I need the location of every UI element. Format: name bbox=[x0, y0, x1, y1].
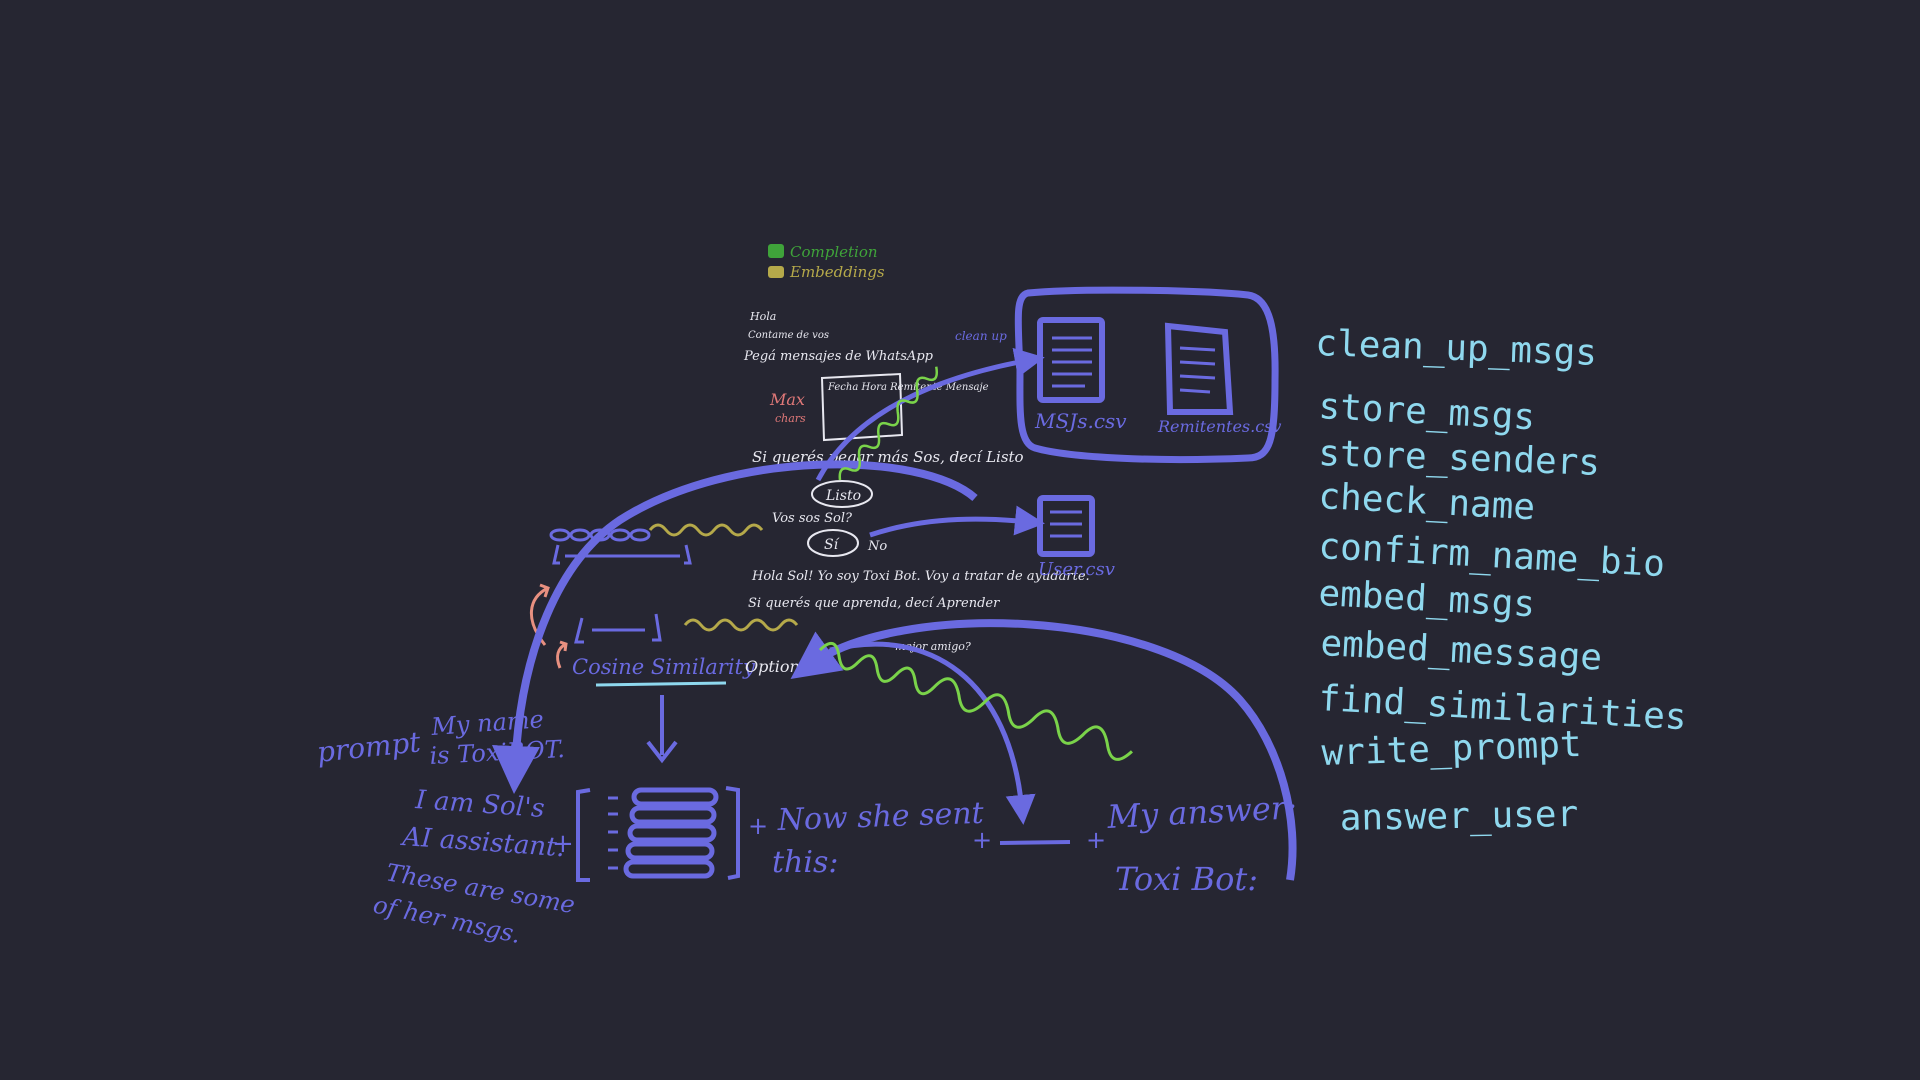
prompt-line-4: AI assistant. bbox=[400, 822, 566, 863]
completion-wiggle bbox=[818, 641, 1133, 761]
now-sent-line-2: this: bbox=[772, 845, 838, 880]
storage-box-outline bbox=[1014, 286, 1279, 464]
listo-button[interactable]: Listo bbox=[825, 488, 861, 504]
options-label: Options bbox=[745, 657, 808, 676]
plus-sign-2: + bbox=[748, 812, 768, 840]
legend: Completion Embeddings bbox=[768, 243, 885, 281]
msgs-csv-label: MSJs.csv bbox=[1034, 409, 1127, 433]
plus-sign-1: + bbox=[552, 829, 574, 859]
embeddings-wiggle-1 bbox=[648, 523, 764, 537]
completion-wiggle-top bbox=[838, 366, 938, 481]
msgs-csv-icon bbox=[1037, 317, 1105, 403]
function-item: answer_user bbox=[1339, 794, 1578, 839]
arrow-to-user-csv bbox=[869, 505, 1045, 538]
plus-sign-3: + bbox=[972, 826, 992, 854]
prompt-assembly: prompt My name is ToxiBOT. I am Sol's AI… bbox=[315, 705, 1297, 949]
listo-button-outline[interactable] bbox=[811, 480, 873, 508]
prompt-label: prompt bbox=[315, 725, 423, 769]
chat-line-contame: Contame de vos bbox=[748, 330, 829, 341]
user-csv: User.csv bbox=[1037, 495, 1115, 580]
messages-table-header: Fecha Hora Remitente Mensaje bbox=[827, 382, 989, 393]
legend-swatch-embeddings bbox=[768, 266, 784, 278]
function-item: write_prompt bbox=[1321, 724, 1582, 774]
legend-swatch-completion bbox=[768, 244, 784, 258]
user-message-blank bbox=[999, 840, 1071, 845]
arc-to-prompt bbox=[492, 460, 978, 794]
stack-bracket-left bbox=[576, 788, 591, 882]
learn-prompt: Si querés que aprenda, decí Aprender bbox=[748, 596, 1000, 611]
function-list: clean_up_msgs store_msgs store_senders c… bbox=[1315, 323, 1688, 839]
chat-line-pega: Pegá mensajes de WhatsApp bbox=[743, 349, 934, 364]
user-csv-icon bbox=[1037, 495, 1095, 557]
senders-csv-label: Remitentes.csv bbox=[1157, 417, 1281, 436]
max-chars-note-2: chars bbox=[775, 412, 806, 425]
yes-button[interactable]: Sí bbox=[824, 537, 840, 553]
function-item: store_msgs bbox=[1318, 386, 1537, 438]
yes-button-outline[interactable] bbox=[807, 529, 859, 557]
prompt-line-1: My name bbox=[429, 705, 544, 741]
chat-flow: Hola Contame de vos Pegá mensajes de Wha… bbox=[743, 310, 1090, 653]
now-sent-line-1: Now she sent bbox=[776, 796, 985, 838]
similar-msgs-stack bbox=[623, 787, 719, 879]
greeting-message: Hola Sol! Yo soy Toxi Bot. Voy a tratar … bbox=[751, 569, 1090, 584]
max-chars-note: Max bbox=[769, 390, 805, 409]
flow-arrows bbox=[492, 347, 1297, 881]
arc-to-answer bbox=[790, 619, 1297, 881]
messages-table-box bbox=[820, 372, 904, 442]
pink-arrow-up-2 bbox=[556, 640, 568, 669]
vector-bracket-mid bbox=[574, 613, 662, 644]
function-item: embed_message bbox=[1320, 623, 1604, 679]
legend-label-completion: Completion bbox=[790, 243, 878, 261]
name-question: Vos sos Sol? bbox=[772, 511, 853, 526]
function-item: store_senders bbox=[1318, 433, 1601, 484]
prompt-line-3: I am Sol's bbox=[414, 785, 546, 824]
plus-sign-4: + bbox=[1086, 826, 1106, 854]
clean-up-note: clean up bbox=[955, 329, 1007, 343]
storage-box: MSJs.csv Remitentes.csv clean up bbox=[955, 286, 1281, 464]
embeddings-wiggle-2 bbox=[683, 618, 799, 632]
cosine-similarity-label: Cosine Similarity bbox=[572, 655, 756, 679]
no-option[interactable]: No bbox=[867, 539, 887, 554]
down-arrow-to-stack bbox=[646, 695, 678, 764]
prompt-line-2: is ToxiBOT. bbox=[429, 735, 566, 770]
stack-dashes bbox=[608, 796, 618, 870]
chat-line-hola: Hola bbox=[749, 310, 776, 323]
stack-bracket-right bbox=[725, 786, 740, 880]
legend-label-embeddings: Embeddings bbox=[789, 263, 885, 281]
arrow-to-storage bbox=[815, 347, 1045, 482]
cosine-underline bbox=[595, 681, 727, 687]
function-item: clean_up_msgs bbox=[1315, 323, 1598, 374]
function-item: check_name bbox=[1318, 476, 1537, 528]
function-item: embed_msgs bbox=[1318, 573, 1537, 625]
user-csv-label: User.csv bbox=[1038, 559, 1115, 580]
arrow-to-user-message bbox=[829, 641, 1036, 825]
answer-line-1: My answer: bbox=[1105, 788, 1297, 836]
answer-line-2: Toxi Bot: bbox=[1115, 860, 1258, 898]
senders-csv-icon bbox=[1164, 322, 1234, 415]
